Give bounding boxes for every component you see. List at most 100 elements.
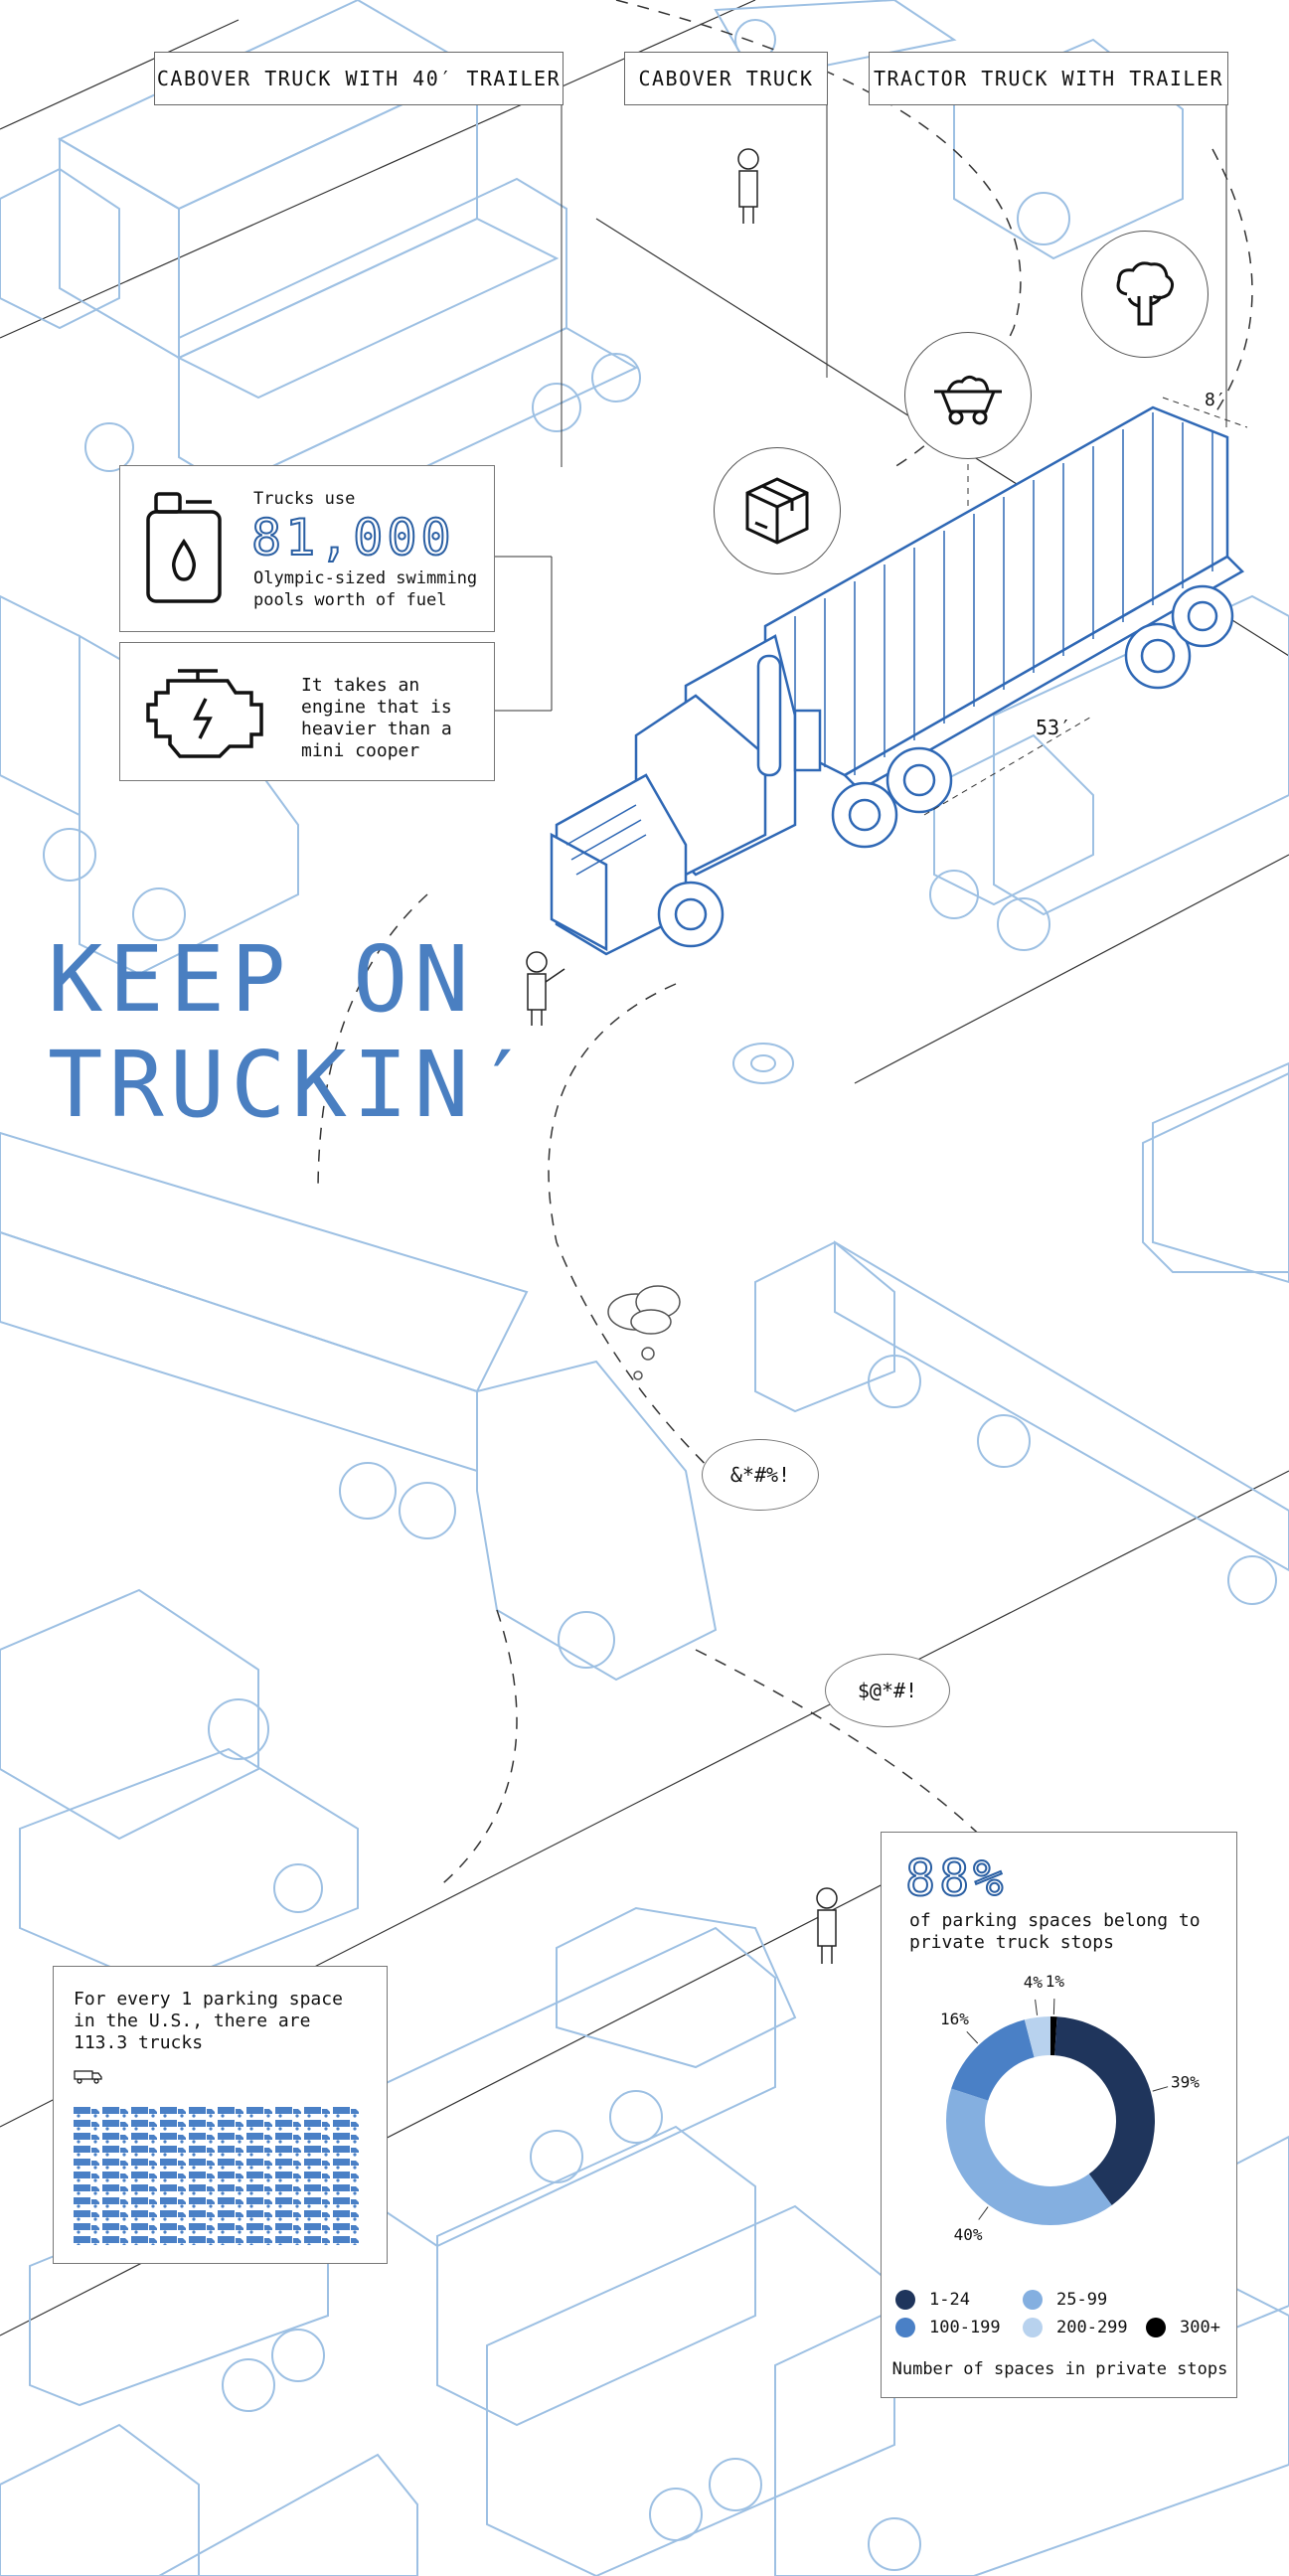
truck-pictogram [218,2172,243,2182]
fuel-can-icon [146,492,222,603]
truck-pictogram [246,2184,272,2195]
label-cabover-40-trailer: CABOVER TRUCK WITH 40′ TRAILER [154,52,564,105]
truck-pictogram [246,2236,272,2245]
truck-pictogram [160,2184,186,2195]
truck-pictogram [275,2210,301,2221]
truck-pictogram [102,2146,128,2157]
headline-line2: TRUCKIN′ [48,1032,537,1138]
truck-pictogram [218,2159,243,2170]
label-tractor-text: TRACTOR TRUCK WITH TRAILER [873,67,1224,90]
truck-pictogram [333,2133,359,2144]
legend-label: 1-24 [929,2290,970,2310]
legend-item-300+: 300+ [1146,2318,1220,2337]
dimension-length: 53′ [1036,716,1072,739]
truck-pictogram [275,2133,301,2144]
truck-pictogram [304,2172,330,2182]
label-cabover-40-text: CABOVER TRUCK WITH 40′ TRAILER [156,67,562,90]
truck-pictogram [246,2223,272,2234]
label-tractor-trailer: TRACTOR TRUCK WITH TRAILER [869,52,1228,105]
donut-label-300+: 1% [1046,1972,1065,1991]
truck-pictogram [74,2120,99,2131]
truck-pictogram [333,2184,359,2195]
truck-pictogram [189,2172,215,2182]
truck-pictogram [333,2159,359,2170]
truck-pictogram [131,2184,157,2195]
truck-pictogram [74,2236,99,2245]
truck-pictogram [102,2133,128,2144]
truck-pictogram [189,2223,215,2234]
donut-label-100-199: 16% [940,2010,969,2028]
chart-caption: Number of spaces in private stops [891,2359,1228,2379]
truck-pictogram [304,2197,330,2208]
parking-card: For every 1 parking space in the U.S., t… [53,1966,388,2264]
truck-pictogram [189,2146,215,2157]
truck-pictogram [102,2172,128,2182]
truck-pictogram [74,2197,99,2208]
truck-pictogram [131,2172,157,2182]
truck-pictogram [246,2107,272,2118]
truck-pictogram [131,2133,157,2144]
truck-pictogram [304,2184,330,2195]
truck-pictogram [275,2197,301,2208]
truck-pictogram [333,2120,359,2131]
truck-pictogram [304,2133,330,2144]
truck-pictogram [74,2172,99,2182]
headline-line1: KEEP ON [48,926,475,1033]
speech-bubble-2: $@*#! [825,1654,950,1727]
donut-leader-300+ [1052,1999,1055,2015]
truck-pictogram [333,2210,359,2221]
truck-pictogram [189,2120,215,2131]
donut-label-200-299: 4% [1024,1973,1044,1992]
donut-label-1-24: 39% [1171,2073,1200,2092]
truck-pictogram [131,2236,157,2245]
truck-pictogram [74,2159,99,2170]
truck-pictogram [131,2223,157,2234]
truck-pictogram [102,2236,128,2245]
truck-pictogram [102,2120,128,2131]
truck-pictogram [160,2133,186,2144]
fuel-text: Olympic-sized swimming pools worth of fu… [253,568,478,610]
speech-bubble-1: &*#%! [702,1439,819,1511]
stat-percent: 88% [904,1849,1008,1908]
legend-item-25-99: 25-99 [1023,2290,1107,2310]
truck-pictogram [218,2133,243,2144]
donut-slice-25-99 [946,2088,1112,2225]
speech-bubble-2-text: $@*#! [857,1679,918,1702]
truck-pictogram [102,2210,128,2221]
legend-item-1-24: 1-24 [895,2290,970,2310]
donut-slice-1-24 [1054,2016,1155,2205]
truck-pictogram [275,2236,301,2245]
truck-pictogram [131,2197,157,2208]
truck-pictogram [160,2172,186,2182]
legend-swatch [1023,2318,1043,2337]
fuel-card: Trucks use 81,000 Olympic-sized swimming… [119,465,495,632]
truck-pictogram [275,2120,301,2131]
truck-pictogram [102,2223,128,2234]
main-truck [550,405,1245,956]
truck-pictogram [131,2210,157,2221]
broccoli-icon-circle [1081,231,1208,358]
dimension-width: 8′ [1205,390,1226,410]
legend-swatch [1146,2318,1166,2337]
truck-pictogram [189,2236,215,2245]
truck-pictogram [333,2223,359,2234]
parking-text: For every 1 parking space in the U.S., t… [74,1989,343,2053]
truck-grid [74,2107,359,2245]
truck-pictogram [246,2159,272,2170]
truck-pictogram [218,2223,243,2234]
truck-pictogram [189,2210,215,2221]
truck-unit-icon [74,2070,102,2084]
truck-pictogram [160,2197,186,2208]
truck-pictogram [160,2146,186,2157]
truck-pictogram [74,2210,99,2221]
truck-pictogram [304,2146,330,2157]
truck-pictogram [218,2210,243,2221]
box-icon-circle [714,447,841,574]
speech-bubble-1-text: &*#%! [729,1463,791,1487]
fuel-number: 81,000 [250,509,455,566]
truck-pictogram [218,2184,243,2195]
truck-pictogram [74,2107,99,2118]
truck-pictogram [131,2107,157,2118]
donut-leader-200-299 [1035,1999,1039,2015]
